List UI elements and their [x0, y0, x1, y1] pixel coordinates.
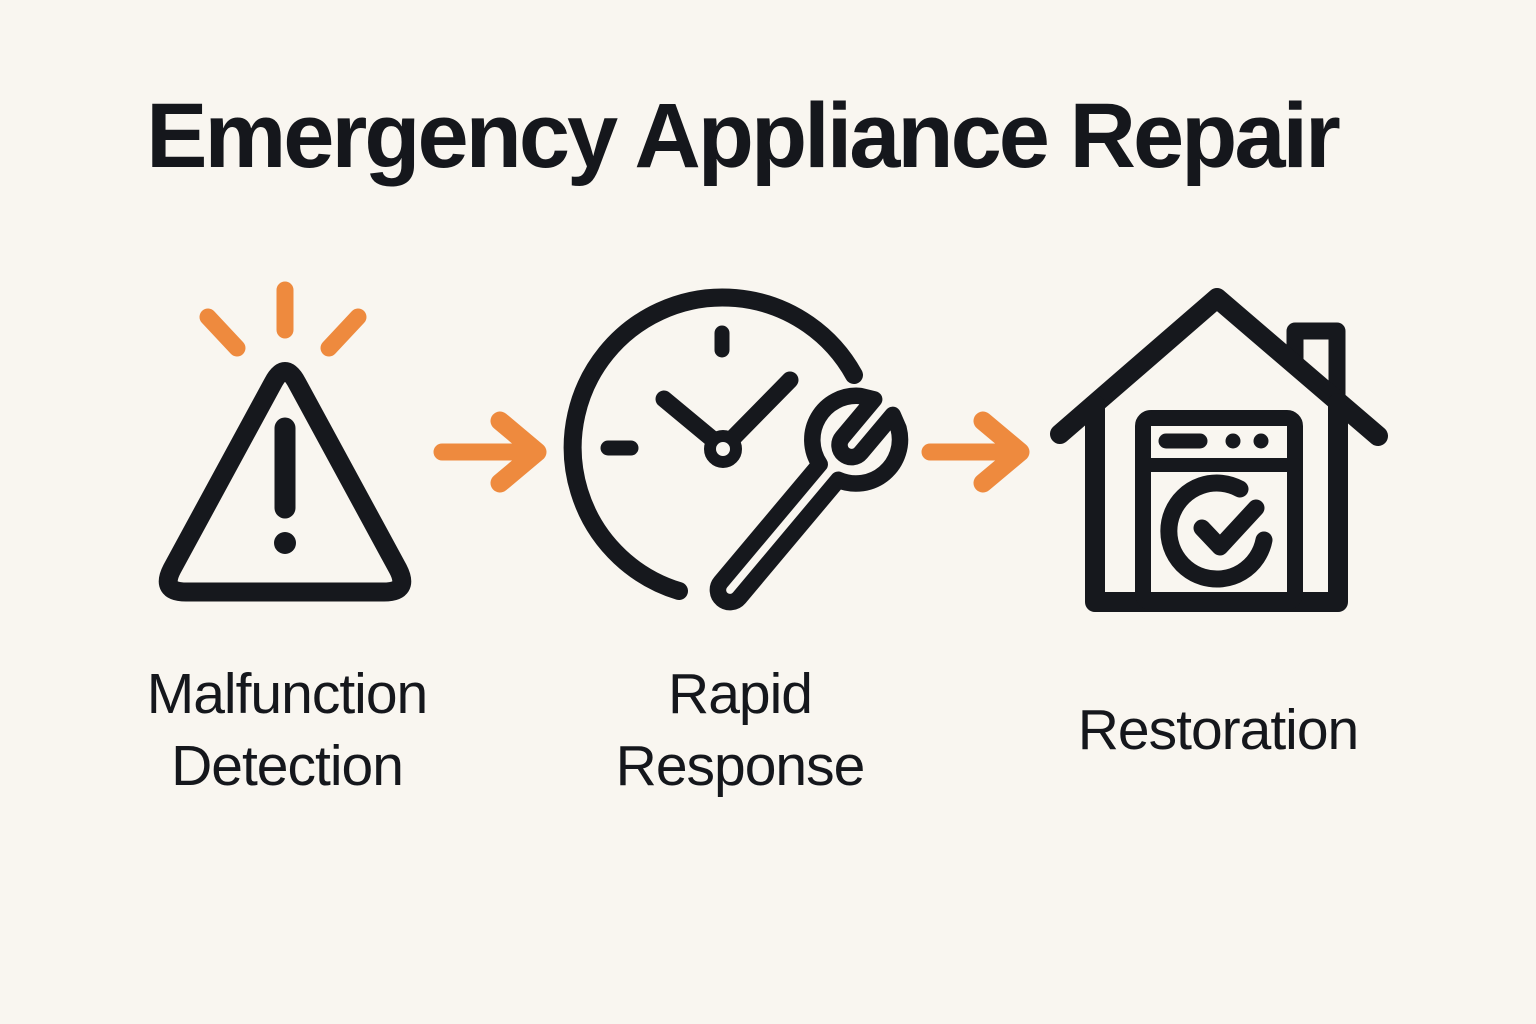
step-label-line: Malfunction: [146, 662, 429, 726]
clock-minute-hand: [725, 371, 799, 446]
clock-face-arc: [563, 288, 863, 600]
exclamation-dot: [274, 532, 296, 554]
house-appliance-check-icon: [1050, 288, 1388, 612]
house-chimney: [1286, 322, 1346, 413]
clock-hour-hand: [655, 390, 720, 447]
step-label-malfunction-detection: Malfunction Detection: [77, 658, 497, 802]
washing-machine-knob-dot: [1253, 433, 1269, 449]
triangle-outline: [158, 362, 412, 602]
washing-machine-door-arc: [1160, 474, 1273, 588]
wrench-icon: [709, 387, 909, 611]
step-label-line: Restoration: [1077, 698, 1360, 762]
clock-wrench-icon: [563, 288, 909, 611]
arrow-right-icon: [921, 411, 1030, 493]
arrow-right-icon: [433, 411, 547, 493]
washing-machine-knob-dot: [1225, 433, 1241, 449]
warning-triangle-icon: [158, 281, 412, 602]
step-label-line: Detection: [171, 734, 404, 798]
alert-rays-icon: [199, 281, 367, 357]
page-title: Emergency Appliance Repair: [146, 85, 1341, 187]
step-label-rapid-response: Rapid Response: [530, 658, 950, 802]
clock-center: [704, 430, 742, 468]
step-label-line: Response: [615, 734, 866, 798]
step-label-restoration: Restoration: [1008, 694, 1428, 766]
step-label-line: Rapid: [668, 662, 813, 726]
washing-machine-body: [1135, 410, 1303, 610]
house-roof: [1050, 288, 1388, 446]
check-icon: [1193, 499, 1265, 556]
